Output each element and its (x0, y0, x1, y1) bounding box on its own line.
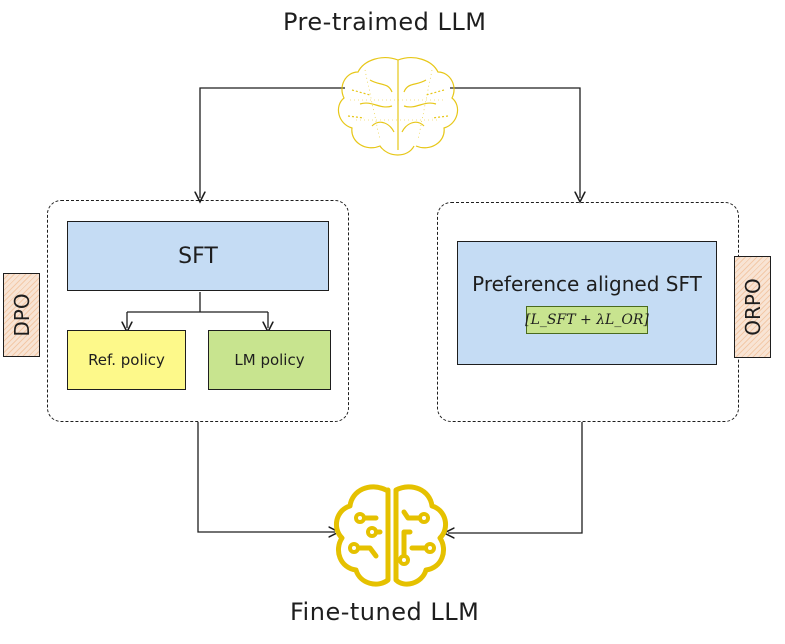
arrow-top-to-dpo (200, 87, 345, 198)
dpo-group (47, 200, 349, 422)
preference-aligned-sft-box: Preference aligned SFT [L_SFT + λL_OR] (457, 241, 717, 365)
sft-box: SFT (67, 221, 329, 291)
orpo-formula-text: [L_SFT + λL_OR] (525, 312, 649, 328)
preference-aligned-sft-label: Preference aligned SFT (472, 272, 702, 296)
bottom-label: Fine-tuned LLM (290, 598, 480, 626)
orpo-formula: [L_SFT + λL_OR] (525, 306, 649, 334)
orpo-tag: ORPO (734, 256, 771, 358)
top-label: Pre-traimed LLM (283, 8, 487, 36)
arrow-sft-split (127, 292, 268, 313)
dpo-tag: DPO (3, 273, 40, 357)
lm-policy-box: LM policy (208, 330, 331, 390)
arrow-orpo-to-bottom (448, 422, 583, 533)
arrow-top-to-orpo (450, 87, 580, 198)
arrow-dpo-to-bottom (197, 422, 335, 532)
ref-policy-box: Ref. policy (67, 330, 186, 390)
